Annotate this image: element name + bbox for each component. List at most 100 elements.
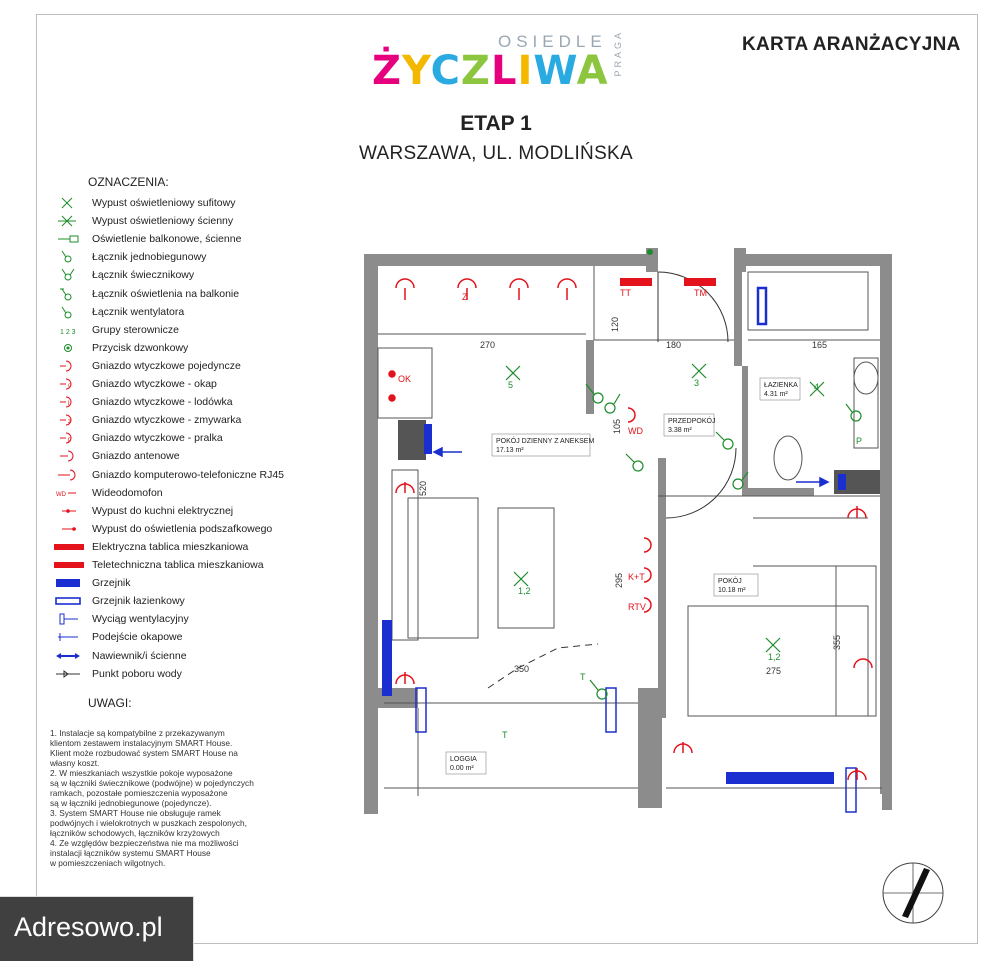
- legend-item-label: Oświetlenie balkonowe, ścienne: [92, 233, 242, 246]
- legend-item-label: Łącznik jednobiegunowy: [92, 251, 207, 264]
- svg-text:K+T: K+T: [628, 572, 645, 582]
- legend-item-label: Wideodomofon: [92, 486, 163, 499]
- svg-text:l: l: [68, 401, 69, 407]
- legend-item-label: Łącznik świecznikowy: [92, 269, 195, 282]
- video-intercom-icon: WD: [48, 485, 88, 501]
- hood-connection-icon: [48, 629, 88, 645]
- svg-text:3.38 m²: 3.38 m²: [668, 427, 692, 434]
- electric-panel-tag: TM: [694, 288, 707, 298]
- notes-heading: UWAGI:: [88, 696, 132, 710]
- legend-item-label: Wypust oświetleniowy ścienny: [92, 215, 234, 228]
- note-4: 4. Ze względów bezpieczeństwa nie ma moż…: [50, 838, 239, 868]
- logo-letter: Z: [460, 48, 491, 94]
- svg-text:275: 275: [766, 666, 781, 676]
- tags: OK WD K+T RTV T T P Z: [398, 292, 862, 740]
- walls: [364, 248, 892, 814]
- legend-item-label: Grzejnik: [92, 577, 131, 590]
- ceiling-light-outlet-icon: [48, 195, 88, 211]
- svg-text:ŁAZIENKA: ŁAZIENKA: [764, 382, 798, 389]
- logo-letter: I: [517, 48, 534, 94]
- ventilation-exhaust-icon: [48, 611, 88, 627]
- legend-item-label: Gniazdo komputerowo-telefoniczne RJ45: [92, 468, 285, 481]
- legend-item-label: Łącznik wentylatora: [92, 305, 185, 318]
- electric-panel-icon: [48, 539, 88, 555]
- vent-arrows: [415, 446, 857, 813]
- legend-item-label: Grzejnik łazienkowy: [92, 595, 185, 608]
- legend-item-label: Wypust oświetleniowy sufitowy: [92, 197, 236, 209]
- legend-item: Elektryczna tablica mieszkaniowa: [40, 538, 350, 556]
- logo-letter: W: [533, 48, 577, 94]
- interior-lines: [377, 266, 882, 796]
- single-socket-icon: [48, 358, 88, 374]
- logo: OSIEDLE ŻYCZLIWA: [370, 30, 640, 100]
- legend-item: Łącznik wentylatora: [40, 303, 350, 321]
- wall-air-inlet-icon: [48, 648, 88, 664]
- radiator-icon: [48, 575, 88, 591]
- svg-text:270: 270: [480, 340, 495, 350]
- card-title: KARTA ARANŻACYJNA: [742, 34, 961, 55]
- svg-text:PRZEDPOKÓJ: PRZEDPOKÓJ: [668, 416, 715, 425]
- legend-item: Podejście okapowe: [40, 628, 350, 646]
- doors: [487, 271, 737, 689]
- svg-text:POKÓJ DZIENNY Z ANEKSEM: POKÓJ DZIENNY Z ANEKSEM: [496, 436, 594, 445]
- legend-item: Gniazdo antenowe: [40, 447, 350, 465]
- note-1: 1. Instalacje są kompatybilne z przekazy…: [50, 728, 238, 768]
- svg-text:295: 295: [614, 573, 624, 588]
- legend-item-label: Gniazdo wtyczkowe - lodówka: [92, 396, 233, 409]
- legend-item: Łącznik jednobiegunowy: [40, 248, 350, 266]
- svg-text:5: 5: [508, 380, 513, 390]
- legend-item: Wypust oświetleniowy sufitowy: [40, 194, 350, 212]
- legend-item-label: Gniazdo wtyczkowe pojedyncze: [92, 359, 241, 372]
- svg-text:POKÓJ: POKÓJ: [718, 576, 742, 585]
- legend-item: Przycisk dzwonkowy: [40, 339, 350, 357]
- legend-item: Wypust do oświetlenia podszafkowego: [40, 520, 350, 538]
- wall-light-outlet-icon: [48, 213, 88, 229]
- fan-switch-icon: [48, 304, 88, 320]
- legend-item-label: Gniazdo wtyczkowe - zmywarka: [92, 414, 242, 427]
- legend-item-label: Wyciąg wentylacyjny: [92, 613, 189, 626]
- note-3: 3. System SMART House nie obsługuje rame…: [50, 808, 247, 838]
- legend-item-label: Elektryczna tablica mieszkaniowa: [92, 540, 249, 553]
- svg-text:z: z: [68, 419, 71, 425]
- svg-text:T: T: [580, 672, 586, 682]
- svg-text:355: 355: [832, 635, 842, 650]
- logo-letter: C: [430, 48, 461, 94]
- svg-text:0.00 m²: 0.00 m²: [450, 765, 474, 772]
- legend-item-label: Gniazdo antenowe: [92, 450, 180, 463]
- svg-text:17.13 m²: 17.13 m²: [496, 447, 524, 454]
- legend-item-label: Nawiewnik/i ścienne: [92, 649, 187, 662]
- floor-plan: T T TM 5 1,2 3 4 1,2: [364, 248, 892, 814]
- legend-item: Teletechniczna tablica mieszkaniowa: [40, 556, 350, 574]
- notes: 1. Instalacje są kompatybilne z przekazy…: [50, 728, 290, 868]
- controller-groups-icon: 1 2 3: [48, 322, 88, 338]
- svg-text:165: 165: [812, 340, 827, 350]
- legend-item: Gniazdo wtyczkowe pojedyncze: [40, 357, 350, 375]
- svg-text:Z: Z: [462, 292, 468, 302]
- dimensions: 270 180 165 120 105 520 295 350 275 355: [418, 317, 842, 676]
- switches: [585, 249, 862, 700]
- under-cabinet-outlet-icon: [48, 521, 88, 537]
- legend-item: Grzejnik łazienkowy: [40, 592, 350, 610]
- circuit-labels: 5 1,2 3 4 1,2: [508, 378, 819, 662]
- legend-item-label: Punkt poboru wody: [92, 667, 182, 680]
- kitchen-outlet-icon: [48, 503, 88, 519]
- note-2: 2. W mieszkaniach wszystkie pokoje wypos…: [50, 768, 254, 808]
- logo-letter: A: [576, 48, 609, 94]
- fridge-socket-icon: l: [48, 394, 88, 410]
- room-labels: POKÓJ DZIENNY Z ANEKSEM 17.13 m² PRZEDPO…: [445, 377, 801, 775]
- legend-item: Gniazdo komputerowo-telefoniczne RJ45: [40, 466, 350, 484]
- balcony-light-switch-icon: [48, 286, 88, 302]
- watermark-text: Adresowo.pl: [14, 912, 163, 942]
- sockets: [388, 278, 873, 781]
- svg-text:4.31 m²: 4.31 m²: [764, 391, 788, 398]
- stage-title: ETAP 1: [460, 112, 532, 135]
- svg-text:T: T: [502, 730, 508, 740]
- logo-letter: Y: [402, 48, 431, 94]
- telecom-panel-icon: [48, 557, 88, 573]
- logo-main-text: ŻYCZLIWA: [372, 48, 609, 94]
- svg-text:o: o: [68, 383, 72, 389]
- chandelier-switch-icon: [48, 267, 88, 283]
